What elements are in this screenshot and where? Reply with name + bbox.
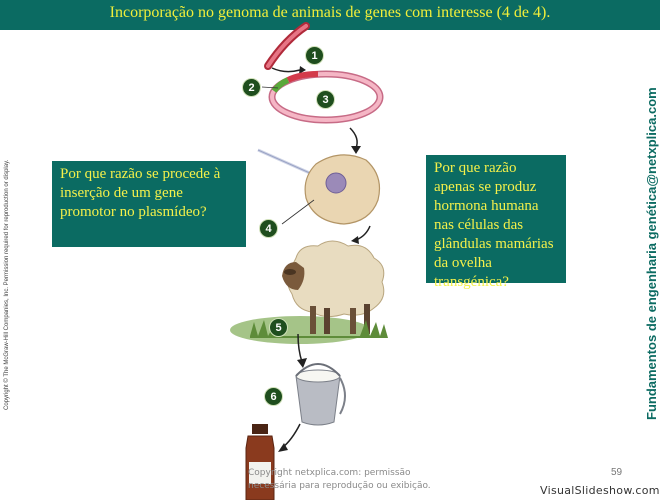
title-bar	[0, 0, 660, 30]
step-6-badge: 6	[264, 387, 283, 406]
question-box-promoter: Por que razão se procede à inserção de u…	[52, 161, 246, 247]
transgenic-sheep	[230, 240, 388, 344]
milk-bucket	[295, 363, 346, 426]
page-number: 59	[611, 467, 623, 478]
question-box-hormone: Por que razão apenas se produz hormona h…	[426, 155, 566, 290]
step-4-badge: 4	[259, 219, 278, 238]
step-2-badge: 2	[242, 78, 261, 97]
step-1-badge: 1	[305, 46, 324, 65]
promoter-segment	[271, 77, 290, 93]
step-5-badge: 5	[269, 318, 288, 337]
arrow-plasmid-cell	[349, 127, 358, 149]
arrow-gene-plasmid	[271, 67, 301, 73]
footer-copyright: Copyright netxplica.com: permissão neces…	[248, 468, 431, 491]
medicine-bottle	[245, 424, 275, 500]
step-3-badge: 3	[316, 90, 335, 109]
inserted-gene	[286, 71, 319, 83]
site-watermark: VisualSlideshow.com	[540, 484, 660, 497]
cell-nucleus	[325, 172, 347, 194]
slide-title: Incorporação no genoma de animais de gen…	[109, 4, 551, 21]
